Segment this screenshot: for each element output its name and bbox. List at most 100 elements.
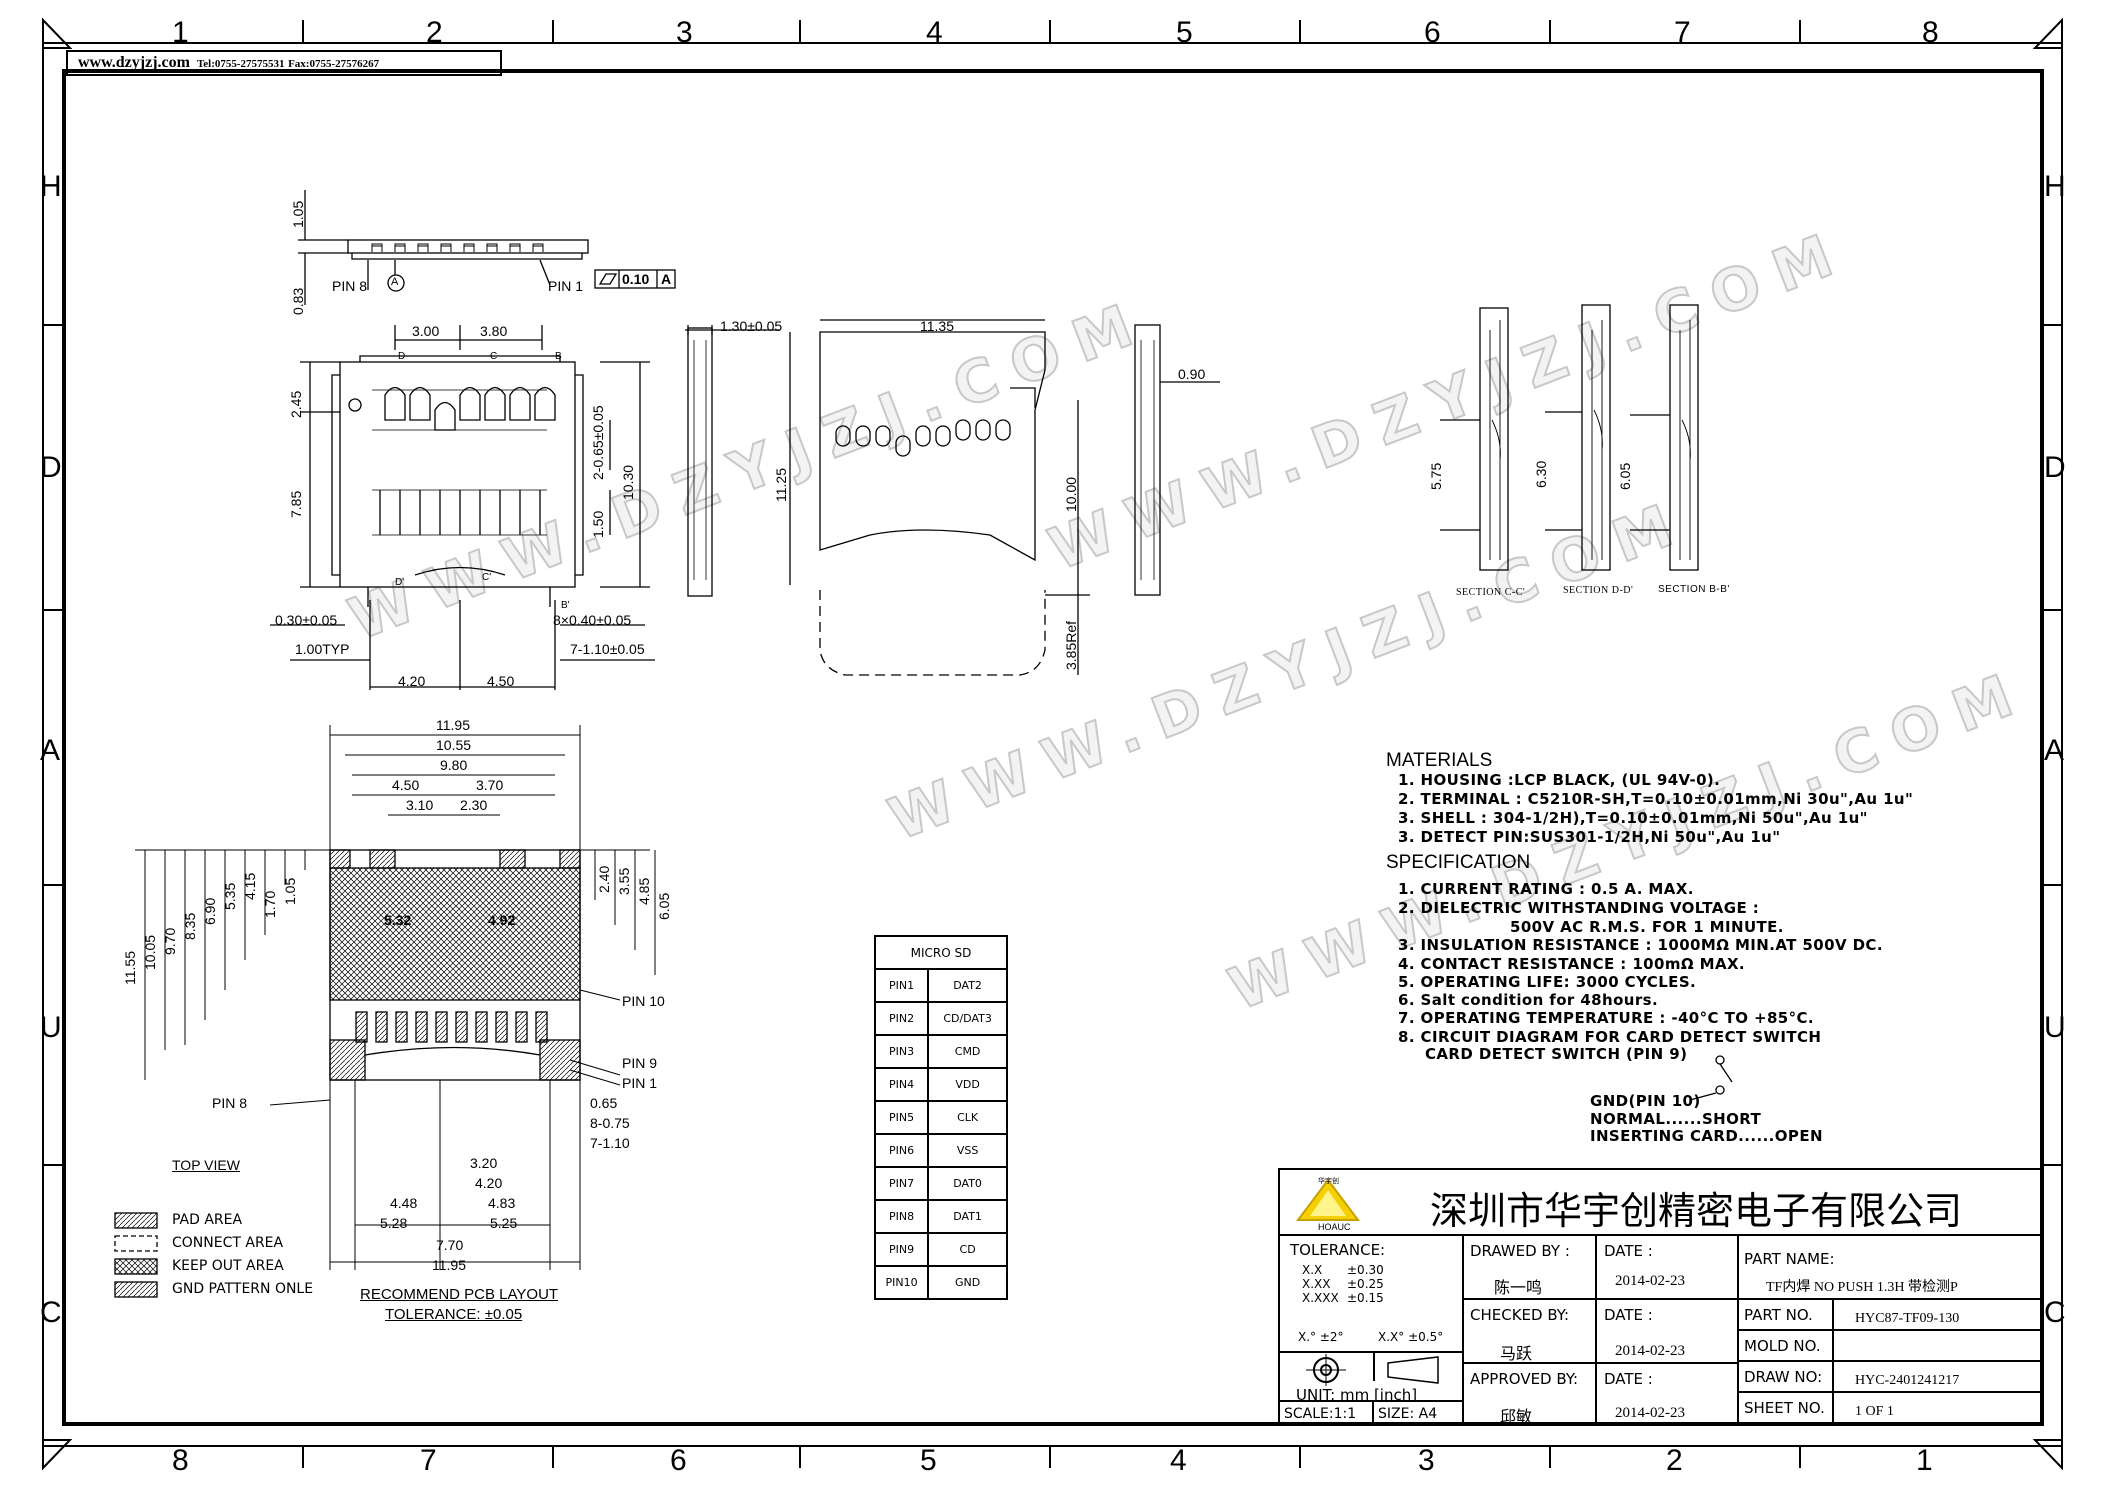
- dim-3-00: 3.00: [412, 323, 440, 339]
- zone-right-u: U: [2044, 1011, 2066, 1044]
- signal-cell: DAT2: [927, 968, 1008, 1003]
- dim-6-05: 6.05: [1617, 462, 1633, 490]
- legend-gnd-pattern: GND PATTERN ONLE: [172, 1281, 314, 1297]
- spec-item: 3. INSULATION RESISTANCE : 1000MΩ MIN.AT…: [1398, 936, 1883, 954]
- top-view-label: TOP VIEW: [172, 1157, 240, 1173]
- pin-cell: PIN8: [873, 1199, 930, 1234]
- side-view-top: [298, 190, 676, 305]
- label-pin1-side: PIN 1: [548, 278, 584, 294]
- spec-item: 500V AC R.M.S. FOR 1 MINUTE.: [1510, 918, 1784, 936]
- dim-pin-width: 8×0.40±0.05: [553, 612, 632, 628]
- dim-0-30: 0.30±0.05: [275, 612, 338, 628]
- approved-by-label: APPROVED BY:: [1470, 1370, 1579, 1388]
- pcb-label-pin8: PIN 8: [212, 1095, 248, 1111]
- section-b-label: SECTION B-B': [1658, 584, 1730, 595]
- pcb-dim-6-90: 6.90: [202, 897, 218, 925]
- scale-label: SCALE:1:1: [1284, 1406, 1357, 1422]
- zone-left-h: H: [40, 170, 62, 203]
- pin-cell: PIN5: [873, 1100, 930, 1135]
- mold-no-label: MOLD NO.: [1744, 1337, 1821, 1355]
- tol-xx: X.X: [1302, 1263, 1323, 1277]
- label-pin8-side: PIN 8: [332, 278, 368, 294]
- spec-item: 6. Salt condition for 48hours.: [1398, 991, 1659, 1009]
- dim-side-1: 1.05: [290, 200, 306, 228]
- zone-right-h: H: [2044, 170, 2066, 203]
- pin-cell: PIN4: [873, 1067, 930, 1102]
- pcb-label-pin9: PIN 9: [622, 1055, 658, 1071]
- zone-bottom-1: 1: [1916, 1444, 1933, 1477]
- date-label-3: DATE :: [1604, 1370, 1653, 1388]
- pin-cell: PIN10: [873, 1265, 930, 1300]
- pcb-dim-6-05: 6.05: [656, 892, 672, 920]
- part-no-value: HYC87-TF09-130: [1855, 1311, 1960, 1326]
- circuit-gnd: GND(PIN 10): [1590, 1092, 1701, 1110]
- zone-top-1: 1: [172, 16, 189, 49]
- zone-bottom-2: 2: [1666, 1444, 1683, 1477]
- dim-side-2: 0.83: [290, 287, 306, 315]
- side-view-2: [685, 325, 780, 597]
- zone-top-5: 5: [1176, 16, 1193, 49]
- part-name-value: TF内焊 NO PUSH 1.3H 带检测P: [1766, 1280, 1958, 1295]
- unit-label: UNIT: mm [inch]: [1296, 1386, 1418, 1404]
- edge-view: [1134, 324, 1220, 596]
- pin-cell: PIN1: [873, 968, 930, 1003]
- pcb-dim-9-70: 9.70: [162, 927, 178, 955]
- pcb-dim-3-70: 3.70: [476, 777, 504, 793]
- circuit-normal: NORMAL......SHORT: [1590, 1110, 1762, 1128]
- dim-5-75: 5.75: [1428, 462, 1444, 490]
- pcb-dim-2-30: 2.30: [460, 797, 488, 813]
- draw-no-label: DRAW NO:: [1744, 1368, 1823, 1386]
- pcb-dim-4-83: 4.83: [488, 1195, 516, 1211]
- dim-3-85: 3.85Ref: [1063, 620, 1079, 670]
- sections: [1440, 304, 1699, 571]
- section-mark-dp: D': [395, 577, 405, 588]
- date-value-2: 2014-02-23: [1615, 1343, 1685, 1359]
- pcb-dim-3-55: 3.55: [616, 867, 632, 895]
- pcb-dim-11-95-top: 11.95: [436, 717, 470, 733]
- dim-1-00-typ: 1.00TYP: [295, 641, 350, 657]
- signal-cell: DAT0: [927, 1166, 1008, 1201]
- spec-item: CARD DETECT SWITCH (PIN 9): [1425, 1045, 1688, 1063]
- signal-cell: GND: [927, 1265, 1008, 1300]
- pcb-dim-3-10: 3.10: [406, 797, 434, 813]
- pcb-dim-1-70: 1.70: [262, 890, 278, 918]
- zone-top-8: 8: [1922, 16, 1939, 49]
- pcb-layout: [135, 725, 656, 1270]
- specification-title: SPECIFICATION: [1386, 852, 1531, 873]
- sheet-no-value: 1 OF 1: [1855, 1404, 1894, 1419]
- dim-4-50: 4.50: [487, 673, 515, 689]
- dim-7-1-10: 7-1.10±0.05: [570, 641, 645, 657]
- flatness-value: 0.10: [622, 271, 650, 287]
- tol-angle-1: X.° ±2°: [1298, 1330, 1344, 1344]
- pin-cell: PIN6: [873, 1133, 930, 1168]
- pcb-dim-11-55: 11.55: [122, 951, 138, 985]
- spec-item: 5. OPERATING LIFE: 3000 CYCLES.: [1398, 973, 1697, 991]
- pcb-dim-0-65: 0.65: [590, 1095, 618, 1111]
- pcb-dim-4-15: 4.15: [242, 872, 258, 900]
- pcb-dim-11-95-bottom: 11.95: [432, 1257, 466, 1273]
- company-logo: [1296, 1178, 1360, 1221]
- pcb-label-pin10: PIN 10: [622, 993, 665, 1009]
- dim-1-50: 1.50: [590, 510, 606, 538]
- dim-4-20: 4.20: [398, 673, 426, 689]
- pcb-dim-5-32: 5.32: [384, 912, 412, 928]
- datum-a: A: [391, 276, 399, 288]
- spec-item: 2. DIELECTRIC WITHSTANDING VOLTAGE :: [1398, 899, 1760, 917]
- legend-keep-out-area: KEEP OUT AREA: [172, 1258, 284, 1274]
- dim-2-45: 2.45: [288, 390, 304, 418]
- pcb-dim-4-85: 4.85: [636, 877, 652, 905]
- dim-6-30: 6.30: [1533, 460, 1549, 488]
- signal-cell: CMD: [927, 1034, 1008, 1069]
- zone-right-d: D: [2044, 451, 2066, 484]
- dim-1-30: 1.30±0.05: [720, 318, 783, 334]
- circuit-inserting: INSERTING CARD......OPEN: [1590, 1127, 1823, 1145]
- header-website[interactable]: www.dzyjzj.com: [78, 54, 190, 71]
- legend-pad-area: PAD AREA: [172, 1212, 243, 1228]
- size-label: SIZE: A4: [1378, 1406, 1438, 1422]
- pin-table-title: MICRO SD: [874, 935, 1008, 970]
- title-block: [1278, 1168, 2042, 1424]
